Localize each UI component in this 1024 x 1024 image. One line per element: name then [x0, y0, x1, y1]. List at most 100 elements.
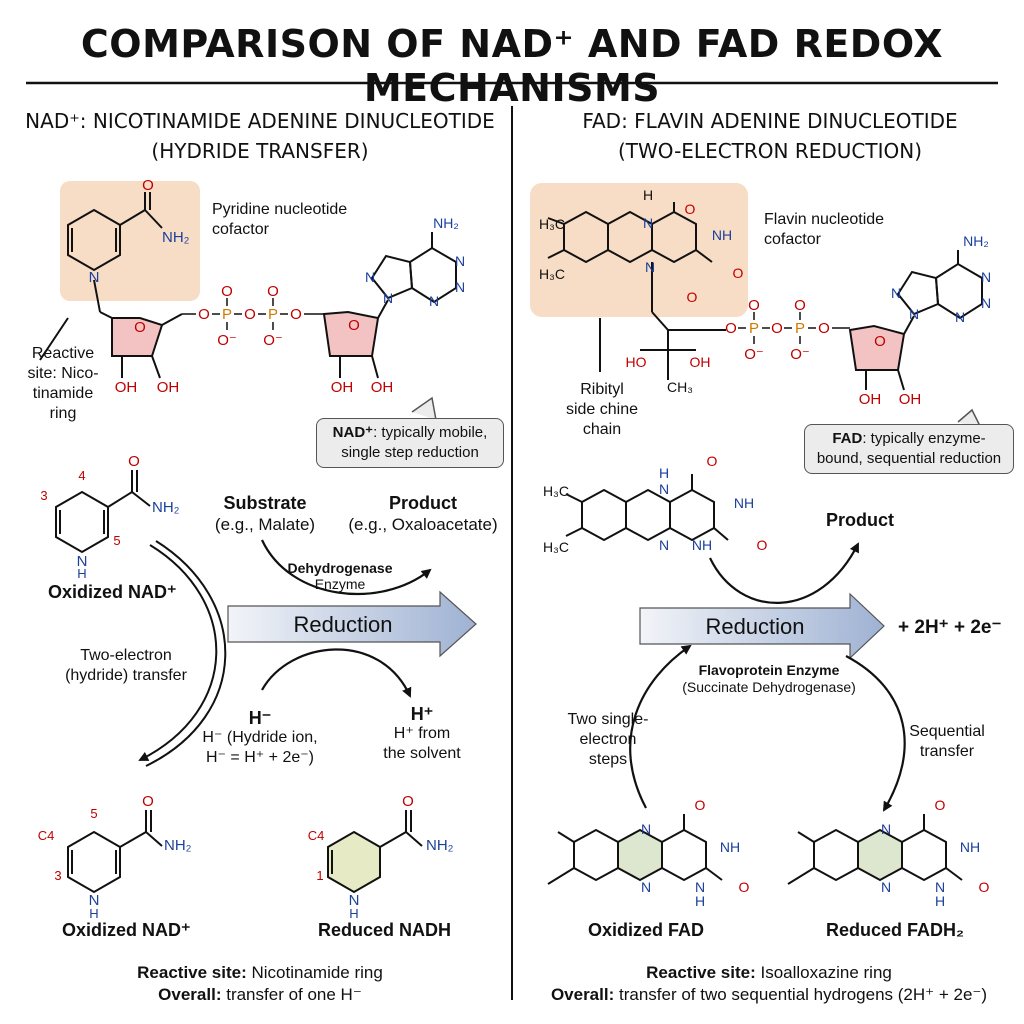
atom-label: N [981, 269, 991, 285]
nad-product-example: (e.g., Oxaloacetate) [348, 515, 498, 534]
steps-line3: steps [588, 751, 628, 768]
atom-label: O [685, 201, 696, 217]
atom-label: O [142, 177, 154, 194]
fad-reduced-atoms: N N O NH N H O [881, 797, 990, 909]
atom-label: OH [157, 379, 180, 396]
isoalloxazine-atoms-top: H N N O NH O O H₃C H₃C HO OH CH₃ [539, 187, 744, 395]
nad-cofactor-line2: cofactor [212, 221, 269, 238]
atom-label: O [748, 297, 760, 314]
nad-heading-line1: NAD⁺: NICOTINAMIDE ADENINE DINUCLEOTIDE [25, 109, 495, 133]
reactive-site-line: Reactive [31, 345, 95, 362]
atom-label: O [198, 306, 210, 323]
ring-number: 3 [40, 488, 47, 503]
atom-label: H [935, 893, 945, 909]
atom-label: H [89, 906, 98, 921]
ribityl-label: Ribityl side chine chain [560, 380, 644, 440]
atom-label: NH [692, 537, 712, 553]
nad-callout-bold: NAD⁺ [332, 424, 374, 441]
atom-label: O [739, 879, 750, 895]
two-electron-arrow-outer [145, 540, 227, 767]
atom-label: O [771, 320, 783, 337]
reactive-site-line: site: Nico- [27, 365, 99, 382]
atom-label: O [142, 793, 154, 810]
nad-summary: Reactive site: Nicotinamide ring Overall… [10, 962, 510, 1006]
fad-cofactor-label: Flavin nucleotide cofactor [764, 210, 884, 250]
hydride-label: H⁻ H⁻ (Hydride ion, H⁻ = H⁺ + 2e⁻) [200, 708, 320, 768]
atom-label: O [348, 317, 360, 334]
atom-label: OH [115, 379, 138, 396]
atom-label: N [455, 253, 465, 269]
proton-desc1: H⁺ from [393, 725, 451, 742]
fad-reactive-site-value: Isoalloxazine ring [760, 963, 892, 982]
nad-reduction-arrow [227, 590, 477, 658]
atom-label: N [455, 279, 465, 295]
atom-label: O [402, 793, 414, 810]
fad-product-label: Product [826, 510, 895, 530]
atom-label: H [695, 893, 705, 909]
atom-label: NH₂ [426, 837, 454, 854]
atom-label: N [89, 269, 100, 286]
nad-callout: NAD⁺: typically mobile, single step redu… [316, 418, 504, 468]
ring-number: 1 [316, 868, 323, 883]
atom-label: NH [734, 495, 754, 511]
atom-label: NH [960, 839, 980, 855]
atom-label: N [89, 892, 100, 909]
atom-label: N [659, 481, 669, 497]
flavoprotein-name: Flavoprotein Enzyme [698, 662, 840, 678]
atom-label: N [891, 285, 901, 301]
atom-label: H₃C [539, 216, 565, 232]
atom-label: CH₃ [667, 379, 693, 395]
atom-label: N [77, 553, 88, 570]
atom-label: H [659, 465, 669, 481]
nad-oxidized-ring-mid [55, 470, 151, 554]
atom-label: O⁻ [217, 332, 237, 349]
atom-label: O [733, 265, 744, 281]
fad-callout-rest: : typically enzyme- [862, 430, 986, 447]
isoalloxazine-highlight-box [530, 183, 748, 317]
ring-number: 4 [78, 468, 85, 483]
atom-label: H₃C [543, 539, 569, 555]
atom-label: P [222, 306, 232, 323]
atom-label: O⁻ [744, 346, 764, 363]
atom-label: O [134, 319, 146, 336]
fad-heading-line1: FAD: FLAVIN ADENINE DINUCLEOTIDE [582, 109, 958, 133]
proton-label: H⁺ H⁺ from the solvent [372, 704, 472, 764]
two-electron-label: Two-electron (hydride) transfer [56, 646, 196, 686]
atom-label: O [687, 289, 698, 305]
adenine-atoms-nad: N N N N N NH₂ [365, 215, 465, 309]
atom-label: N [955, 309, 965, 325]
proton-symbol: H⁺ [410, 704, 434, 724]
fad-reduction-products: + 2H⁺ + 2e⁻ [898, 617, 1002, 638]
atom-label: OH [859, 391, 882, 408]
atom-label: O [128, 453, 140, 470]
atom-label: NH₂ [433, 215, 459, 231]
fad-phosphate-bonds [738, 312, 850, 344]
atom-label: O [979, 879, 990, 895]
nad-phosphate-atoms: O P O P O O O⁻ O O⁻ [198, 283, 302, 349]
nad-cofactor-label: Pyridine nucleotide cofactor [212, 200, 347, 240]
atom-label: O [267, 283, 279, 300]
transfer-line1: Two-electron [80, 647, 172, 664]
nad-callout-line2: single step reduction [341, 444, 479, 461]
ring-number: C4 [308, 828, 325, 843]
atom-label: O [818, 320, 830, 337]
proton-desc2: the solvent [383, 745, 461, 762]
sequential-arrow [845, 655, 906, 812]
atom-label: N [641, 879, 651, 895]
atom-label: H₃C [543, 483, 569, 499]
substrate-product-arrow [261, 539, 432, 596]
atom-label: N [645, 259, 655, 275]
atom-label: O [794, 297, 806, 314]
atom-label: P [749, 320, 759, 337]
adenine-ring-fad [896, 250, 983, 320]
atom-label: O [725, 320, 737, 337]
hydride-symbol: H⁻ [248, 708, 272, 728]
fad-phosphate-atoms: O P O P O O O⁻ O O⁻ [725, 297, 830, 363]
atom-label: N [365, 269, 375, 285]
fad-callout-bold: FAD [832, 430, 863, 447]
atom-label: O [244, 306, 256, 323]
atom-label: N [383, 290, 393, 306]
adenine-ring-nad [370, 232, 457, 304]
flavoprotein-example: (Succinate Dehydrogenase) [682, 679, 856, 695]
